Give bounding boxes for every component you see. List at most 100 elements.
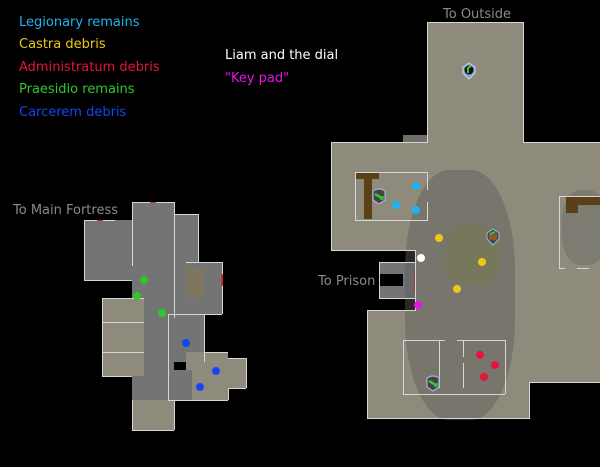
crate-icon[interactable]: [485, 228, 501, 246]
wall: [132, 400, 133, 430]
wall: [427, 202, 428, 220]
wall: [174, 400, 175, 430]
rug: [186, 268, 204, 298]
keypad-marker[interactable]: [414, 301, 422, 309]
wall: [367, 310, 416, 311]
floor-se-room: [186, 352, 228, 400]
door[interactable]: [221, 274, 223, 286]
door[interactable]: [150, 202, 156, 203]
praesidio-marker[interactable]: [140, 276, 148, 284]
wall: [367, 310, 368, 418]
floor-west-rooms: [102, 298, 144, 376]
legionary-marker[interactable]: [392, 201, 400, 209]
floor-south: [367, 310, 600, 382]
wall: [463, 340, 464, 357]
wall: [186, 262, 222, 263]
legend-key-pad: "Key pad": [225, 71, 290, 86]
wall: [439, 340, 440, 388]
wall: [523, 22, 524, 142]
liam-marker[interactable]: [417, 254, 425, 262]
wall: [427, 22, 428, 142]
table: [566, 205, 578, 213]
wall: [379, 262, 415, 263]
staircase-down-icon[interactable]: [425, 374, 441, 392]
legend-label: Castra debris: [19, 37, 106, 52]
wall: [355, 172, 428, 173]
legend-label: Praesidio remains: [19, 82, 135, 97]
wall: [331, 250, 416, 251]
quest-start-icon[interactable]: [461, 62, 477, 80]
to-outside-label[interactable]: To Outside: [443, 7, 512, 22]
floor-se-lower: [168, 370, 192, 400]
wall: [379, 298, 415, 299]
legionary-marker[interactable]: [412, 206, 420, 214]
wall: [102, 322, 144, 323]
wall: [577, 268, 589, 269]
wall: [355, 220, 428, 221]
door[interactable]: [97, 220, 103, 221]
wall: [132, 202, 133, 266]
wall: [204, 352, 228, 353]
legend-legionary-remains: Legionary remains: [19, 15, 140, 31]
wall: [204, 314, 205, 362]
legend-carcerem-debris: Carcerem debris: [19, 105, 126, 121]
legend-administratum-debris: Administratum debris: [19, 60, 160, 76]
administratum-marker[interactable]: [480, 373, 488, 381]
wall: [222, 262, 223, 314]
table: [566, 197, 600, 205]
castra-marker[interactable]: [478, 258, 486, 266]
wall: [403, 394, 505, 395]
wall: [331, 142, 428, 143]
wall: [102, 298, 144, 299]
wall: [246, 358, 247, 388]
carcerem-marker[interactable]: [212, 367, 220, 375]
void: [530, 382, 600, 418]
to-main-fortress-label[interactable]: To Main Fortress: [13, 203, 118, 218]
wall: [174, 214, 198, 215]
to-prison-label[interactable]: To Prison: [318, 274, 376, 289]
wall: [84, 220, 85, 280]
wall: [84, 280, 132, 281]
wall: [198, 214, 199, 262]
praesidio-marker[interactable]: [133, 292, 141, 300]
carcerem-marker[interactable]: [196, 383, 204, 391]
carcerem-marker[interactable]: [182, 339, 190, 347]
wall: [427, 22, 524, 23]
prison-door-gap: [379, 274, 403, 286]
legionary-marker[interactable]: [412, 182, 420, 190]
wall: [559, 268, 565, 269]
wall: [102, 376, 132, 377]
staircase-down-icon[interactable]: [371, 187, 387, 205]
shadow-area: [405, 170, 515, 420]
floor-step: [403, 135, 427, 143]
administratum-marker[interactable]: [476, 351, 484, 359]
wall: [102, 352, 144, 353]
floor: [84, 220, 115, 239]
legend-praesidio-remains: Praesidio remains: [19, 82, 135, 98]
wall: [228, 388, 229, 400]
administratum-marker[interactable]: [491, 361, 499, 369]
wall: [168, 314, 222, 315]
floor-south-end: [132, 400, 174, 430]
legend-label: Legionary remains: [19, 15, 140, 30]
table: [364, 179, 372, 219]
castra-marker[interactable]: [435, 234, 443, 242]
table: [356, 173, 379, 179]
wall: [559, 196, 560, 268]
wall: [228, 388, 246, 389]
wall: [168, 314, 169, 400]
wall: [355, 172, 356, 220]
wall: [415, 250, 416, 310]
wall: [228, 358, 246, 359]
castra-marker[interactable]: [453, 285, 461, 293]
wall: [427, 172, 428, 190]
wall: [457, 340, 505, 341]
floor-north-corridor: [427, 22, 524, 144]
wall: [132, 430, 174, 431]
wall: [505, 340, 506, 394]
wall: [559, 196, 600, 197]
wall: [331, 142, 332, 250]
wall: [523, 142, 600, 143]
wall: [463, 363, 464, 388]
praesidio-marker[interactable]: [158, 309, 166, 317]
